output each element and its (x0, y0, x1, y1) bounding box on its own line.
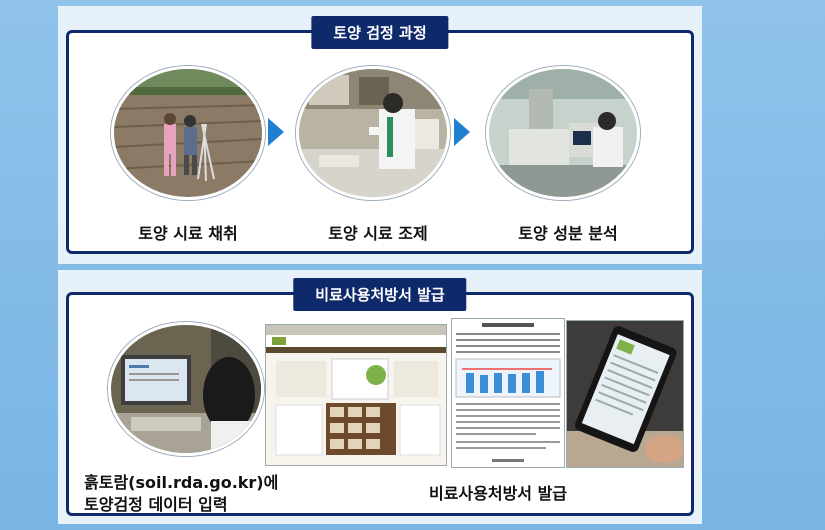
soil-sampling-photo (111, 66, 265, 200)
prescription-title: 비료사용처방서 발급 (293, 278, 467, 311)
data-entry-photo (108, 322, 264, 456)
process-title: 토양 검정 과정 (311, 16, 449, 49)
prescription-document-image (451, 318, 565, 468)
tablet-photo (566, 320, 684, 468)
data-entry-caption-line1: 흙토람(soil.rda.go.kr)에 (84, 473, 279, 492)
soil-preparation-photo (296, 66, 450, 200)
prescription-panel: 비료사용처방서 발급 (58, 270, 702, 524)
next-arrow-icon (454, 118, 470, 146)
step-label-preparation: 토양 시료 조제 (328, 224, 428, 243)
soil-test-process-panel: 토양 검정 과정 (58, 6, 702, 264)
next-arrow-icon (268, 118, 284, 146)
data-entry-caption-line2: 토양검정 데이터 입력 (84, 495, 228, 514)
soil-analysis-photo (486, 66, 640, 200)
website-screenshot (265, 324, 447, 466)
prescription-caption: 비료사용처방서 발급 (428, 484, 568, 503)
step-label-analysis: 토양 성분 분석 (518, 224, 618, 243)
step-label-sampling: 토양 시료 채취 (138, 224, 238, 243)
